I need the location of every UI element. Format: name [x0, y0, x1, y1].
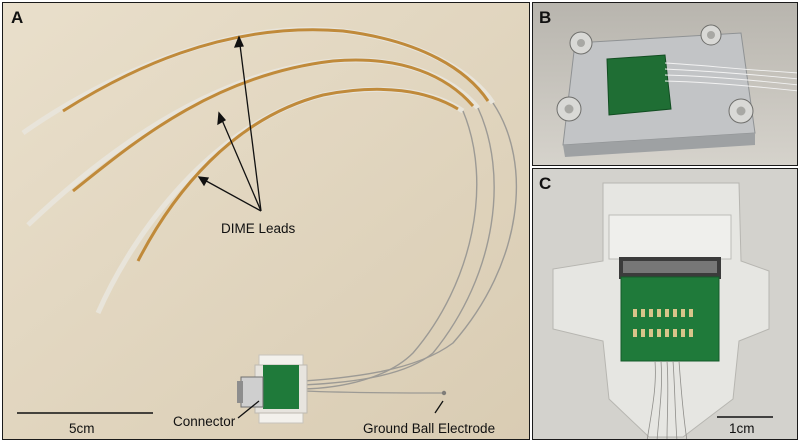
panel-c-illustration — [533, 169, 797, 439]
connector-photo — [237, 354, 308, 424]
dime-lead-1 — [21, 26, 517, 382]
panel-b-illustration — [533, 3, 797, 165]
panel-a-photo: A DIME Leads Connector Ground Ball Elect… — [2, 2, 530, 440]
panel-c-photo: C 1cm — [532, 168, 798, 440]
panel-c-letter: C — [539, 174, 552, 193]
scale-bar-c-label: 1cm — [729, 421, 755, 436]
dime-lead-3 — [95, 86, 478, 390]
dime-leads-label: DIME Leads — [221, 221, 296, 236]
ground-ball-electrode-label: Ground Ball Electrode — [363, 421, 496, 436]
panel-a-letter: A — [11, 8, 24, 27]
panel-b-photo: B — [532, 2, 798, 166]
panel-b-letter: B — [539, 8, 552, 27]
scale-bar-a-label: 5cm — [69, 421, 95, 436]
dime-lead-2 — [26, 57, 495, 386]
ground-ball — [441, 390, 447, 396]
annotation-arrows — [197, 35, 444, 419]
panel-a-illustration — [3, 3, 529, 439]
ground-wire — [302, 390, 444, 394]
connector-label: Connector — [173, 414, 236, 429]
